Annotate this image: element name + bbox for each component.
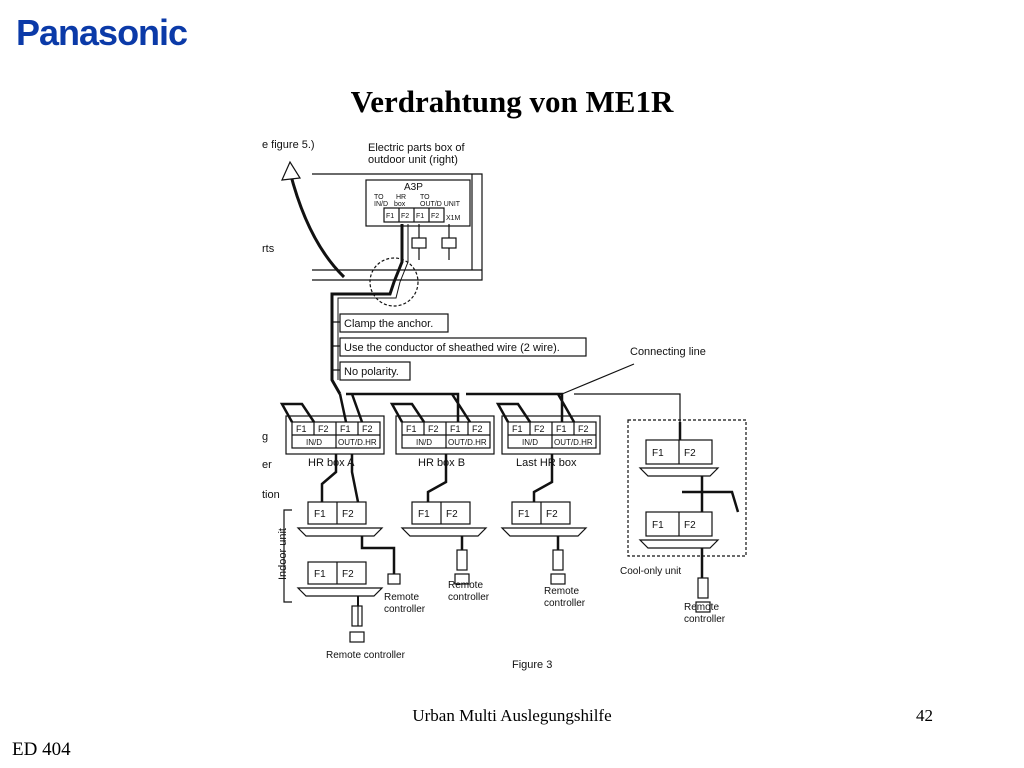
board-label: A3P: [404, 182, 423, 193]
document-code: ED 404: [12, 739, 71, 760]
to-ind-label-1: TO: [374, 194, 384, 201]
to-outd-label-2: OUT/D UNIT: [420, 201, 461, 208]
hr-b-f1: F1: [406, 424, 417, 434]
last-hr-box-label: Last HR box: [516, 457, 577, 469]
slide-title: Verdrahtung von ME1R: [350, 84, 674, 119]
remote-c-line2: controller: [544, 598, 586, 609]
hr-b-out: OUT/D.HR: [448, 438, 487, 447]
wiring-diagram: e figure 5.) rts g er tion Electric part…: [262, 139, 747, 671]
remote-a2-label: Remote controller: [326, 650, 406, 661]
hr-b-f3: F1: [450, 424, 461, 434]
partial-label-rts: rts: [262, 243, 275, 255]
unit-d1-f1: F1: [652, 448, 664, 459]
page-number: 42: [916, 706, 933, 725]
unit-a1-f1: F1: [314, 509, 326, 520]
hr-a-f2: F2: [318, 424, 329, 434]
remote-d-line1: Remote: [684, 602, 719, 613]
note-clamp: Clamp the anchor.: [344, 318, 433, 330]
unit-d2-f1: F1: [652, 520, 664, 531]
hr-box-label-2: box: [394, 201, 406, 208]
terminal-f2-a: F2: [401, 213, 409, 220]
remote-b-line1: Remote: [448, 580, 483, 591]
unit-a1-f2: F2: [342, 509, 354, 520]
partial-label-figure: e figure 5.): [262, 139, 315, 151]
hr-a-f1: F1: [296, 424, 307, 434]
to-outd-label-1: TO: [420, 194, 430, 201]
partial-label-tion: tion: [262, 489, 280, 501]
terminal-f1-a: F1: [386, 213, 394, 220]
hr-b-ind: IN/D: [416, 438, 432, 447]
unit-c-f1: F1: [518, 509, 530, 520]
note-sheathed: Use the conductor of sheathed wire (2 wi…: [344, 342, 560, 354]
remote-a1-line2: controller: [384, 604, 426, 615]
footer-title: Urban Multi Auslegungshilfe: [412, 706, 612, 725]
hr-b-f4: F2: [472, 424, 483, 434]
hr-box-b-label: HR box B: [418, 457, 465, 469]
hr-box-label-1: HR: [396, 194, 406, 201]
hr-last-out: OUT/D.HR: [554, 438, 593, 447]
panasonic-logo: Panasonic: [16, 12, 188, 53]
hr-b-f2: F2: [428, 424, 439, 434]
hr-last-ind: IN/D: [522, 438, 538, 447]
to-ind-label-2: IN/D: [374, 201, 388, 208]
hr-a-f4: F2: [362, 424, 373, 434]
indoor-unit-label: Indoor unit: [277, 528, 289, 580]
partial-label-g: g: [262, 431, 268, 443]
hr-a-out: OUT/D.HR: [338, 438, 377, 447]
hr-last-f4: F2: [578, 424, 589, 434]
terminal-f1-b: F1: [416, 213, 424, 220]
unit-b-f1: F1: [418, 509, 430, 520]
terminal-label: X1M: [446, 215, 461, 222]
unit-a2-f1: F1: [314, 569, 326, 580]
unit-c-f2: F2: [546, 509, 558, 520]
parts-box-caption-2: outdoor unit (right): [368, 154, 458, 166]
unit-a2-f2: F2: [342, 569, 354, 580]
remote-d-line2: controller: [684, 614, 726, 625]
parts-box-caption-1: Electric parts box of: [368, 142, 466, 154]
hr-last-f1: F1: [512, 424, 523, 434]
partial-label-er: er: [262, 459, 272, 471]
note-polarity: No polarity.: [344, 366, 399, 378]
hr-last-f3: F1: [556, 424, 567, 434]
figure-caption: Figure 3: [512, 659, 552, 671]
hr-a-ind: IN/D: [306, 438, 322, 447]
unit-d2-f2: F2: [684, 520, 696, 531]
unit-d1-f2: F2: [684, 448, 696, 459]
remote-b-line2: controller: [448, 592, 490, 603]
unit-b-f2: F2: [446, 509, 458, 520]
remote-a1-line1: Remote: [384, 592, 419, 603]
hr-a-f3: F1: [340, 424, 351, 434]
remote-c-line1: Remote: [544, 586, 579, 597]
cool-only-label: Cool-only unit: [620, 566, 681, 577]
hr-box-a-label: HR box A: [308, 457, 355, 469]
terminal-f2-b: F2: [431, 213, 439, 220]
hr-last-f2: F2: [534, 424, 545, 434]
connecting-line-label: Connecting line: [630, 346, 706, 358]
